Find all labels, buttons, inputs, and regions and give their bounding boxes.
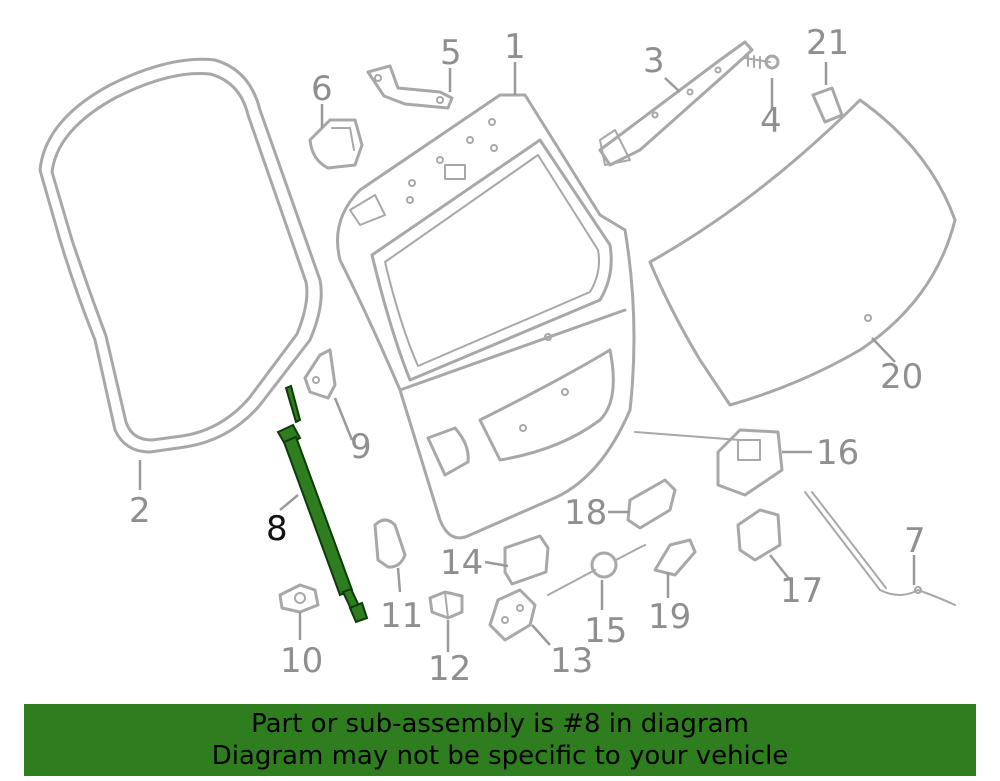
part-21-clip[interactable] <box>811 86 844 124</box>
part-15-cable[interactable] <box>547 544 646 596</box>
part-5-hinge[interactable] <box>366 64 454 110</box>
part-20-glass[interactable] <box>648 98 957 407</box>
callout-14: 14 <box>440 543 483 583</box>
callout-labels: 1 2 3 4 5 6 7 8 9 10 11 12 13 14 15 16 1… <box>129 23 926 689</box>
part-19-handle[interactable] <box>653 538 697 577</box>
part-17-motor[interactable] <box>736 508 782 562</box>
banner-line-2: Diagram may not be specific to your vehi… <box>211 741 789 771</box>
callout-1: 1 <box>504 27 526 67</box>
part-10-stop[interactable] <box>278 583 320 614</box>
callout-19: 19 <box>648 597 691 637</box>
callout-8: 8 <box>266 509 288 549</box>
callout-7: 7 <box>904 521 926 561</box>
part-12-grommet[interactable] <box>428 590 464 620</box>
part-6-bracket[interactable] <box>308 118 364 170</box>
callout-15: 15 <box>584 611 627 651</box>
callout-3: 3 <box>643 41 665 81</box>
callout-18: 18 <box>564 493 607 533</box>
part-4-screw[interactable] <box>744 54 780 70</box>
banner-line-1: Part or sub-assembly is #8 in diagram <box>251 709 749 739</box>
callout-2: 2 <box>129 491 151 531</box>
part-13-bracket[interactable] <box>488 588 537 642</box>
part-1-liftgate[interactable] <box>336 93 636 540</box>
part-3-bracket[interactable] <box>598 40 754 167</box>
part-14-switch[interactable] <box>503 534 550 586</box>
info-banner: Part or sub-assembly is #8 in diagram Di… <box>24 704 976 776</box>
callout-6: 6 <box>311 69 333 109</box>
callout-21: 21 <box>806 23 849 63</box>
callout-17: 17 <box>780 571 823 611</box>
part-2-weatherstrip[interactable] <box>38 57 323 454</box>
callout-10: 10 <box>280 641 323 681</box>
part-18-switch[interactable] <box>626 478 677 530</box>
part-16-latch[interactable] <box>634 428 784 497</box>
part-11-bumper[interactable] <box>373 518 407 569</box>
callout-4: 4 <box>760 101 782 141</box>
callout-20: 20 <box>880 357 923 397</box>
leader-lines <box>138 62 916 652</box>
callout-9: 9 <box>350 427 372 467</box>
part-9-bracket[interactable] <box>303 348 337 400</box>
callout-12: 12 <box>428 649 471 689</box>
callout-5: 5 <box>440 33 462 73</box>
part-7-harness[interactable] <box>804 491 956 606</box>
part-8-lift-support[interactable] <box>276 384 369 624</box>
parts-diagram: 1 2 3 4 5 6 7 8 9 10 11 12 13 14 15 16 1… <box>38 23 957 689</box>
callout-13: 13 <box>550 641 593 681</box>
callout-11: 11 <box>380 596 423 636</box>
callout-16: 16 <box>816 433 859 473</box>
